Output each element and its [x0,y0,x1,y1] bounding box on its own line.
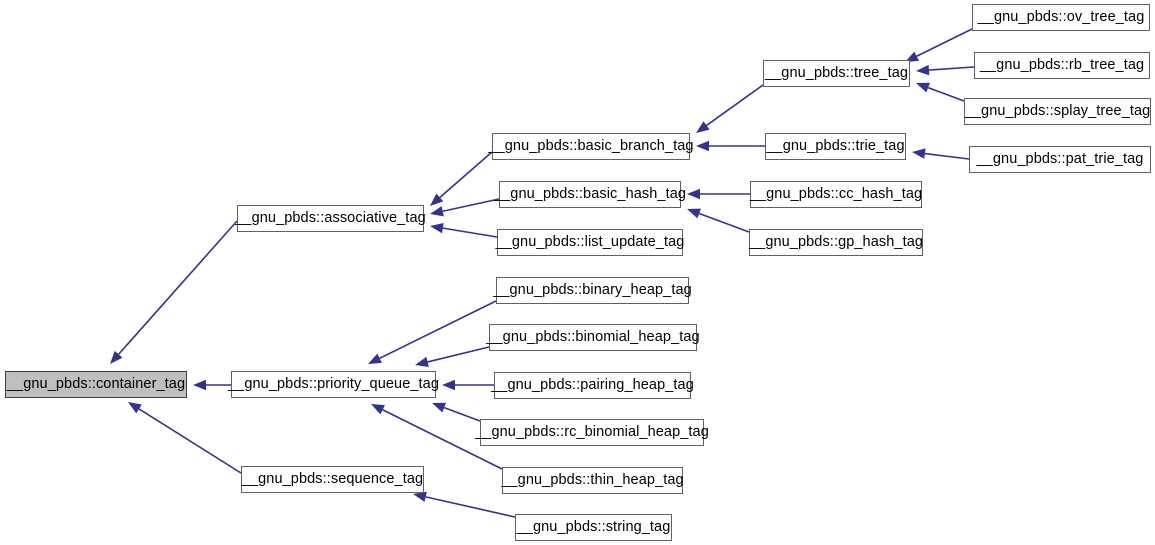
class-node-label: __gnu_pbds::pat_trie_tag [976,151,1144,168]
class-node-label: __gnu_pbds::basic_branch_tag [488,138,694,155]
class-node-cc_hash_tag[interactable]: __gnu_pbds::cc_hash_tag [750,181,922,208]
inheritance-edge-string_tag-to-sequence_tag [413,491,516,518]
class-node-sequence_tag[interactable]: __gnu_pbds::sequence_tag [241,466,424,493]
class-node-splay_tree_tag[interactable]: __gnu_pbds::splay_tree_tag [964,98,1151,125]
class-node-label: __gnu_pbds::list_update_tag [495,234,685,251]
class-node-binary_heap_tag[interactable]: __gnu_pbds::binary_heap_tag [493,277,692,304]
inheritance-edge-rb_tree_tag-to-tree_tag [916,64,975,76]
inheritance-edge-tree_tag-to-basic_branch_tag [696,84,764,133]
inheritance-edge-pat_trie_tag-to-trie_tag [912,148,970,160]
class-node-pat_trie_tag[interactable]: __gnu_pbds::pat_trie_tag [969,146,1151,173]
inheritance-edge-splay_tree_tag-to-tree_tag [916,82,965,102]
class-node-label: __gnu_pbds::rc_binomial_heap_tag [475,424,709,441]
class-node-label: __gnu_pbds::splay_tree_tag [964,103,1151,120]
class-node-associative_tag[interactable]: __gnu_pbds::associative_tag [235,205,426,232]
class-node-binomial_heap_tag[interactable]: __gnu_pbds::binomial_heap_tag [486,324,700,351]
class-node-label: __gnu_pbds::ov_tree_tag [977,9,1145,26]
class-node-label: __gnu_pbds::thin_heap_tag [501,472,684,489]
class-node-list_update_tag[interactable]: __gnu_pbds::list_update_tag [496,229,684,256]
class-node-label: __gnu_pbds::basic_hash_tag [493,186,687,203]
class-node-label: __gnu_pbds::rb_tree_tag [979,57,1145,74]
inheritance-edge-cc_hash_tag-to-basic_hash_tag [687,188,750,200]
class-node-label: __gnu_pbds::binary_heap_tag [493,282,692,299]
inheritance-edge-rc_binomial_heap_tag-to-priority_queue_tag [432,402,481,422]
class-node-label: __gnu_pbds::associative_tag [235,210,426,227]
inheritance-edge-gp_hash_tag-to-basic_hash_tag [687,208,750,233]
class-node-label: __gnu_pbds::priority_queue_tag [228,376,439,393]
class-node-label: __gnu_pbds::tree_tag [764,65,909,82]
class-node-thin_heap_tag[interactable]: __gnu_pbds::thin_heap_tag [501,467,684,494]
class-node-basic_hash_tag[interactable]: __gnu_pbds::basic_hash_tag [494,181,686,208]
class-node-trie_tag[interactable]: __gnu_pbds::trie_tag [765,133,906,160]
inheritance-edge-trie_tag-to-basic_branch_tag [696,140,765,152]
inheritance-edge-ov_tree_tag-to-tree_tag [905,28,973,62]
class-node-label: __gnu_pbds::container_tag [6,376,186,393]
class-node-container_tag[interactable]: __gnu_pbds::container_tag [5,371,187,398]
class-node-label: __gnu_pbds::trie_tag [766,138,905,155]
class-node-pairing_heap_tag[interactable]: __gnu_pbds::pairing_heap_tag [491,372,694,399]
class-node-label: __gnu_pbds::binomial_heap_tag [486,329,700,346]
class-node-label: __gnu_pbds::gp_hash_tag [748,234,924,251]
class-node-gp_hash_tag[interactable]: __gnu_pbds::gp_hash_tag [749,229,923,256]
class-node-priority_queue_tag[interactable]: __gnu_pbds::priority_queue_tag [228,371,439,398]
class-node-tree_tag[interactable]: __gnu_pbds::tree_tag [763,60,910,87]
class-node-label: __gnu_pbds::string_tag [516,519,671,536]
inheritance-edge-binary_heap_tag-to-priority_queue_tag [368,300,497,364]
inheritance-edge-basic_branch_tag-to-associative_tag [430,151,493,206]
class-node-label: __gnu_pbds::sequence_tag [241,471,424,488]
class-node-ov_tree_tag[interactable]: __gnu_pbds::ov_tree_tag [972,4,1150,31]
class-node-string_tag[interactable]: __gnu_pbds::string_tag [515,514,672,541]
class-node-basic_branch_tag[interactable]: __gnu_pbds::basic_branch_tag [488,133,693,160]
class-node-rb_tree_tag[interactable]: __gnu_pbds::rb_tree_tag [974,52,1150,79]
inheritance-edge-sequence_tag-to-container_tag [128,402,242,474]
class-node-label: __gnu_pbds::pairing_heap_tag [491,377,694,394]
inheritance-edge-associative_tag-to-container_tag [110,220,238,364]
class-node-label: __gnu_pbds::cc_hash_tag [749,186,923,203]
class-node-rc_binomial_heap_tag[interactable]: __gnu_pbds::rc_binomial_heap_tag [475,419,709,446]
inheritance-edge-binomial_heap_tag-to-priority_queue_tag [415,346,490,367]
